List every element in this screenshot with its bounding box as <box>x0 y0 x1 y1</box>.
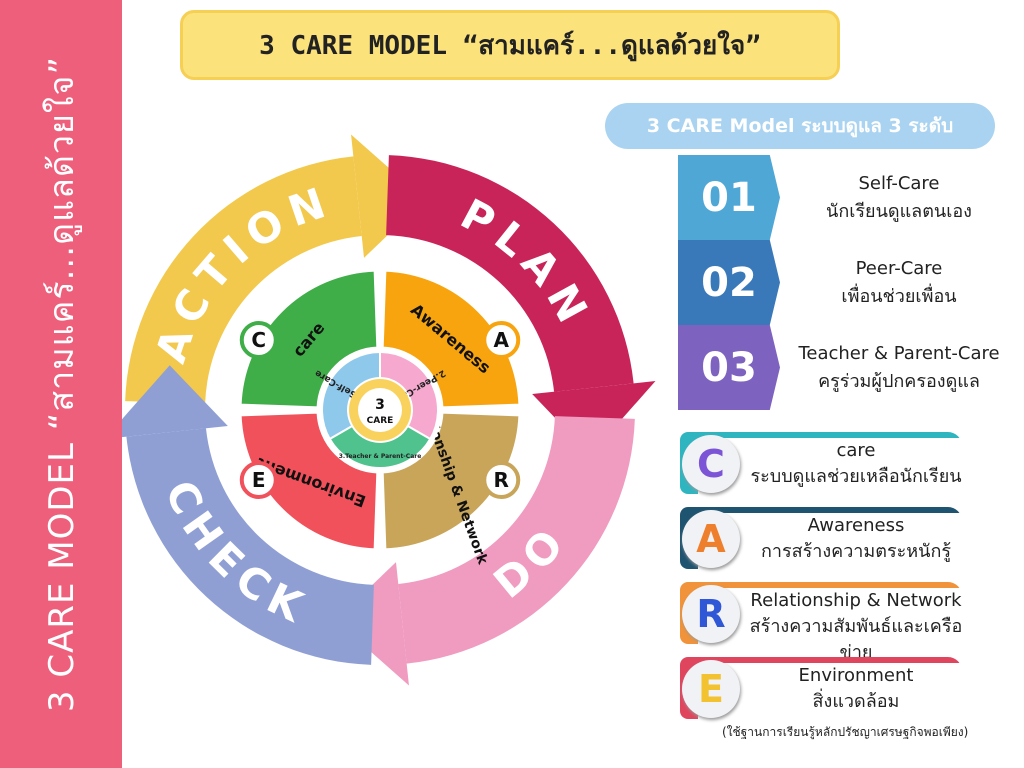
care-text: care ระบบดูแลช่วยเหลือนักเรียน <box>742 438 970 490</box>
care-th: สิ่งแวดล้อม <box>812 691 900 712</box>
level-text: Teacher & Parent-Care ครูร่วมผู้ปกครองดูแ… <box>780 340 1018 396</box>
care-en: Relationship & Network <box>750 590 962 611</box>
level-en: Teacher & Parent-Care <box>798 342 1000 364</box>
level-text: Peer-Care เพื่อนช่วยเพื่อน <box>780 255 1018 311</box>
care-item-c: C care ระบบดูแลช่วยเหลือนักเรียน <box>680 432 970 494</box>
level-number: 03 <box>678 325 780 410</box>
care-item-e: E Environment สิ่งแวดล้อม <box>680 657 970 719</box>
level-number: 01 <box>678 155 780 240</box>
petal-letter: A <box>494 328 510 352</box>
center-badge <box>358 388 402 432</box>
care-letter-badge: C <box>682 435 740 493</box>
care-item-a: A Awareness การสร้างความตระหนักรู้ <box>680 507 970 569</box>
level-number: 02 <box>678 240 780 325</box>
level-item: 01 Self-Care นักเรียนดูแลตนเอง <box>678 155 1018 240</box>
footnote: (ใช้ฐานการเรียนรู้หลักปรัชญาเศรษฐกิจพอเพ… <box>722 725 969 739</box>
cycle-arrow-do: DO <box>335 416 635 686</box>
care-en: Environment <box>798 665 914 686</box>
care-th: ระบบดูแลช่วยเหลือนักเรียน <box>750 466 962 487</box>
level-text: Self-Care นักเรียนดูแลตนเอง <box>780 170 1018 226</box>
inner-level-3: 3.Teacher & Parent-Care <box>328 424 432 469</box>
petal-letter: R <box>494 468 509 492</box>
petal-badge <box>482 321 521 359</box>
level-item: 02 Peer-Care เพื่อนช่วยเพื่อน <box>678 240 1018 325</box>
petal-badge <box>482 461 521 499</box>
care-th: การสร้างความตระหนักรู้ <box>760 541 952 562</box>
level-en: Peer-Care <box>855 257 943 279</box>
center-number: 3 <box>375 397 385 413</box>
care-en: Awareness <box>807 515 905 536</box>
sidebar-title: 3 CARE MODEL “สามแคร์...ดูแลด้วยใจ” <box>42 55 82 713</box>
levels-title: 3 CARE Model ระบบดูแล 3 ระดับ <box>605 103 995 149</box>
center-label: CARE <box>367 416 394 426</box>
petal-badge <box>239 321 278 359</box>
page-title: 3 CARE MODEL “สามแคร์...ดูแลด้วยใจ” <box>180 10 840 80</box>
care-text: Environment สิ่งแวดล้อม <box>742 663 970 715</box>
level-en: Self-Care <box>858 172 940 194</box>
level-item: 03 Teacher & Parent-Care ครูร่วมผู้ปกครอง… <box>678 325 1018 410</box>
sidebar: 3 CARE MODEL “สามแคร์...ดูแลด้วยใจ” <box>0 0 122 768</box>
level-th: นักเรียนดูแลตนเอง <box>826 200 972 222</box>
care-text: Awareness การสร้างความตระหนักรู้ <box>742 513 970 565</box>
care-en: care <box>836 440 876 461</box>
care-letter-badge: E <box>682 660 740 718</box>
care-letter-badge: R <box>682 585 740 643</box>
inner-level-label: 3.Teacher & Parent-Care <box>339 453 422 460</box>
petal-badge <box>239 461 278 499</box>
level-th: ครูร่วมผู้ปกครองดูแล <box>818 370 980 392</box>
petal-letter: E <box>252 468 266 492</box>
care-letter-badge: A <box>682 510 740 568</box>
level-th: เพื่อนช่วยเพื่อน <box>841 285 957 307</box>
petal-letter: C <box>251 328 266 352</box>
